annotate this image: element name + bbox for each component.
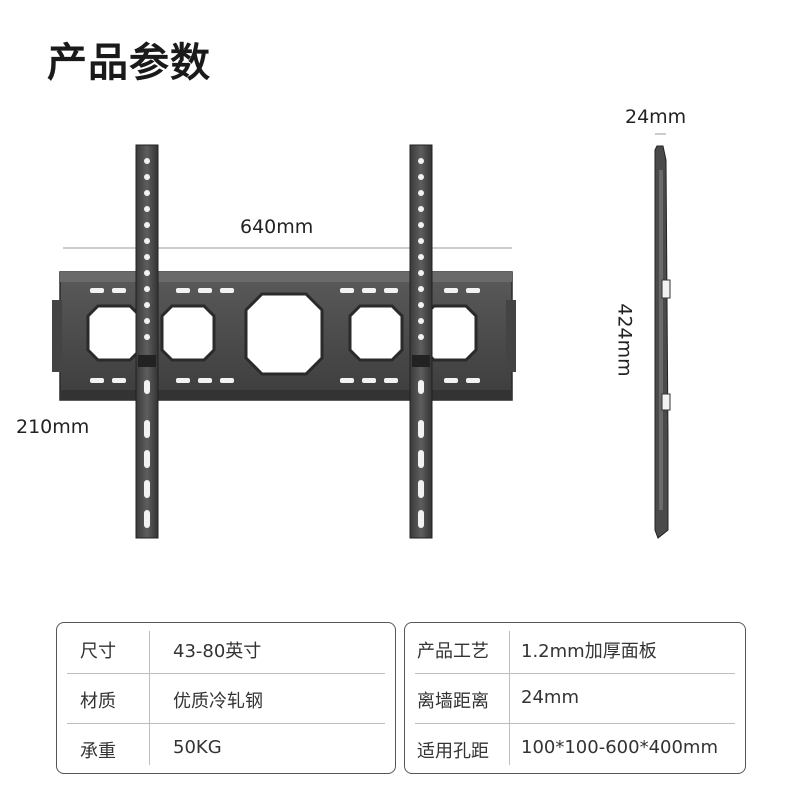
spec-value-material: 优质冷轧钢 <box>173 691 263 712</box>
spec-value-wall-distance: 24mm <box>521 687 579 708</box>
row-divider <box>415 673 735 674</box>
length-dimension-label: 424mm <box>613 303 636 377</box>
spec-label-size: 尺寸 <box>80 641 116 662</box>
depth-dimension-label: 24mm <box>625 106 687 128</box>
spec-value-load: 50KG <box>173 737 222 758</box>
wall-plate <box>52 271 516 401</box>
spec-value-size: 43-80英寸 <box>173 641 262 662</box>
spec-label-load: 承重 <box>80 741 116 762</box>
spec-value-hole-spacing: 100*100-600*400mm <box>521 737 718 758</box>
spec-label-craft: 产品工艺 <box>417 641 489 662</box>
column-divider <box>509 631 510 765</box>
spec-label-hole-spacing: 适用孔距 <box>417 741 489 762</box>
spec-table-right: 产品工艺 1.2mm加厚面板 离墙距离 24mm 适用孔距 100*100-60… <box>404 622 746 774</box>
side-profile-view <box>654 133 671 539</box>
right-vertical-arm <box>409 144 433 539</box>
row-divider <box>67 673 385 674</box>
bracket-illustration <box>52 133 671 539</box>
left-vertical-arm <box>135 144 159 539</box>
width-dimension-label: 640mm <box>240 216 314 238</box>
row-divider <box>67 723 385 724</box>
spec-label-material: 材质 <box>80 691 116 712</box>
row-divider <box>415 723 735 724</box>
page-title: 产品参数 <box>47 40 211 86</box>
spec-value-craft: 1.2mm加厚面板 <box>521 641 657 662</box>
column-divider <box>149 631 150 765</box>
spec-label-wall-distance: 离墙距离 <box>417 691 489 712</box>
spec-table-left: 尺寸 43-80英寸 材质 优质冷轧钢 承重 50KG <box>56 622 396 774</box>
height-dimension-label: 210mm <box>16 416 90 438</box>
